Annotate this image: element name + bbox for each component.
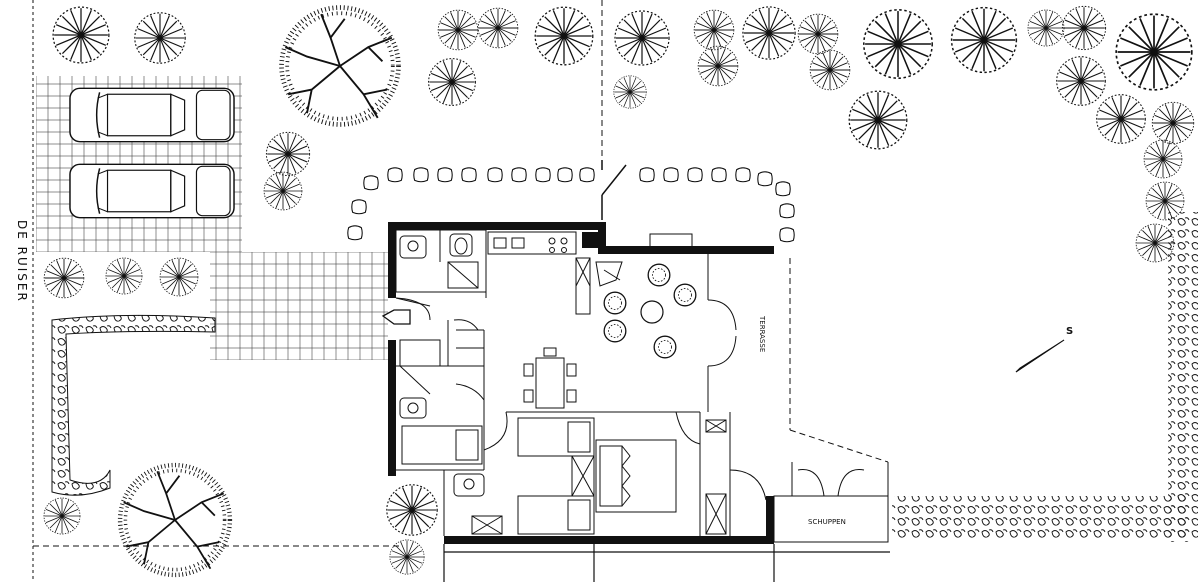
tree-icon: [43, 497, 81, 535]
entrance-arrow-icon: [381, 309, 411, 325]
parked-car: [69, 87, 235, 143]
tree-icon: [1096, 94, 1146, 144]
tree-icon: [389, 539, 425, 575]
tree-icon: [134, 12, 186, 64]
tree-icon: [534, 6, 594, 66]
parked-car: [69, 163, 235, 219]
tree-icon: [797, 13, 839, 55]
tree-icon: [159, 257, 199, 297]
tree-icon: [265, 131, 311, 177]
tree-icon: [848, 90, 908, 150]
tree-icon: [863, 9, 933, 79]
compass-label: S: [1066, 326, 1073, 337]
tree-icon: [1145, 181, 1185, 221]
stepping-stones: [347, 167, 795, 243]
terrace-label: TERRASSE: [758, 315, 766, 352]
large-tree-icon: [282, 8, 399, 125]
shed-label: SCHUPPEN: [808, 518, 846, 526]
living-room-seating: [603, 263, 697, 359]
tree-icon: [950, 6, 1018, 74]
tree-icon: [1027, 9, 1065, 47]
tree-icon: [613, 75, 647, 109]
tree-icon: [386, 484, 438, 536]
tree-icon: [614, 10, 670, 66]
lot-boundary: [33, 0, 889, 547]
tree-icon: [263, 171, 303, 211]
tree-icon: [1143, 139, 1183, 179]
street-edge: DE RUISER: [15, 0, 34, 582]
tree-icon: [742, 6, 796, 60]
house-floor-plan: SCHUPPEN TERRASSE: [381, 222, 890, 582]
tree-icon: [809, 49, 851, 91]
large-tree-icon: [120, 465, 230, 575]
tree-icon: [105, 257, 143, 295]
tree-icon: [1151, 101, 1195, 145]
tree-icon: [697, 45, 739, 87]
north-arrow: S: [1015, 326, 1073, 373]
tree-icon: [52, 6, 110, 64]
tree-icon: [437, 9, 479, 51]
tree-icon: [1115, 13, 1193, 91]
tree-icon: [1061, 5, 1107, 51]
parking-area: [36, 76, 388, 360]
tree-icon: [477, 7, 519, 49]
garden-gate: [601, 160, 627, 220]
tree-icon: [1056, 56, 1106, 106]
street-name-label: DE RUISER: [15, 220, 29, 303]
tree-icon: [43, 257, 85, 299]
tree-icon: [428, 58, 476, 106]
tree-icon: [693, 9, 735, 51]
hedges: [51, 212, 1198, 542]
